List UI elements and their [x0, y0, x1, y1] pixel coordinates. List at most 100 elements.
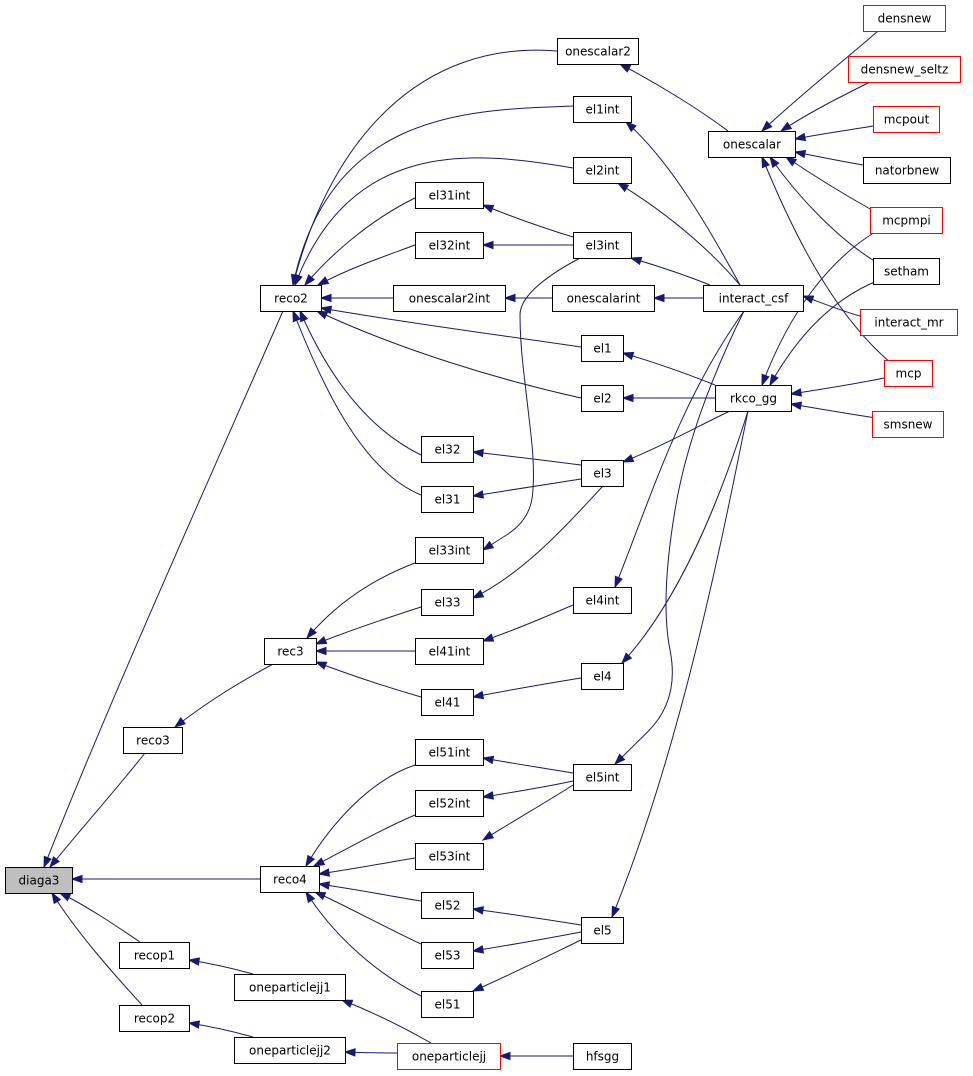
node-el1int[interactable]: el1int — [573, 96, 632, 123]
node-el31int[interactable]: el31int — [415, 182, 484, 209]
node-el52[interactable]: el52 — [421, 892, 474, 919]
node-el41[interactable]: el41 — [421, 689, 474, 716]
arrow-head-icon — [49, 856, 60, 869]
node-oneparticlejj2[interactable]: oneparticlejj2 — [234, 1037, 346, 1064]
node-el4[interactable]: el4 — [581, 663, 624, 690]
edge-el5-to-el53 — [471, 931, 582, 954]
node-setham[interactable]: setham — [873, 258, 940, 285]
edge-rkco_gg-to-el3 — [621, 410, 731, 463]
node-el3int[interactable]: el3int — [573, 232, 632, 259]
node-box — [119, 1005, 190, 1032]
edge-line — [617, 182, 741, 286]
arrow-head-icon — [621, 351, 635, 361]
node-onescalar2[interactable]: onescalar2 — [557, 38, 639, 65]
node-reco2[interactable]: reco2 — [260, 285, 322, 312]
node-onescalarint[interactable]: onescalarint — [552, 285, 655, 312]
node-diaga3[interactable]: diaga3 — [5, 867, 73, 894]
node-onescalar[interactable]: onescalar — [708, 131, 796, 158]
node-el32[interactable]: el32 — [421, 436, 474, 463]
node-el51int[interactable]: el51int — [415, 739, 484, 766]
node-box — [581, 335, 624, 362]
arrow-head-icon — [471, 945, 485, 954]
node-box — [260, 285, 322, 312]
node-box — [581, 385, 624, 412]
node-densnew_seltz[interactable]: densnew_seltz — [848, 56, 961, 83]
edge-line — [315, 606, 422, 645]
node-el33[interactable]: el33 — [421, 589, 474, 616]
arrow-head-icon — [340, 999, 354, 1008]
node-rkco_gg[interactable]: rkco_gg — [715, 385, 792, 412]
node-recop1[interactable]: recop1 — [119, 942, 190, 969]
node-mcp[interactable]: mcp — [884, 360, 933, 387]
edge-el4int-to-el41int — [481, 604, 574, 642]
node-smsnew[interactable]: smsnew — [872, 411, 944, 438]
node-natorbnew[interactable]: natorbnew — [863, 157, 951, 184]
node-label: diaga3 — [19, 874, 60, 888]
node-recop2[interactable]: recop2 — [119, 1005, 190, 1032]
node-label: oneparticlejj — [412, 1050, 486, 1064]
node-el31[interactable]: el31 — [421, 486, 474, 513]
arrow-head-icon — [616, 182, 630, 193]
node-box — [870, 207, 943, 234]
arrow-head-icon — [503, 293, 516, 303]
node-reco3[interactable]: reco3 — [123, 727, 183, 754]
node-oneparticlejj1[interactable]: oneparticlejj1 — [234, 974, 346, 1001]
node-hfsgg[interactable]: hfsgg — [573, 1043, 632, 1070]
node-el53int[interactable]: el53int — [415, 843, 484, 870]
edge-el41int-to-rec3 — [314, 646, 416, 656]
node-el33int[interactable]: el33int — [415, 537, 484, 564]
node-el52int[interactable]: el52int — [415, 790, 484, 817]
node-label: el51 — [435, 998, 461, 1012]
arrow-head-icon — [761, 373, 770, 387]
edge-line — [320, 307, 582, 348]
node-el51[interactable]: el51 — [421, 991, 474, 1018]
node-rec3[interactable]: rec3 — [264, 638, 317, 665]
node-mcpmpi[interactable]: mcpmpi — [870, 207, 943, 234]
node-el4int[interactable]: el4int — [573, 587, 632, 614]
node-el5[interactable]: el5 — [581, 917, 624, 944]
arrow-head-icon — [314, 646, 327, 656]
node-label: densnew — [878, 12, 932, 26]
node-mcpout[interactable]: mcpout — [873, 106, 940, 133]
edge-interact_mr-to-interact_csf — [801, 295, 861, 317]
arrow-head-icon — [292, 309, 301, 323]
node-interact_csf[interactable]: interact_csf — [703, 285, 804, 312]
node-box — [260, 866, 320, 893]
node-reco4[interactable]: reco4 — [260, 866, 320, 893]
arrow-head-icon — [793, 132, 807, 142]
edge-interact_csf-to-el3int — [629, 256, 711, 286]
edge-el31int-to-reco2 — [304, 197, 416, 287]
node-el2int[interactable]: el2int — [573, 157, 632, 184]
edge-line — [304, 197, 416, 286]
arrow-head-icon — [760, 120, 773, 133]
node-interact_mr[interactable]: interact_mr — [860, 309, 958, 336]
node-el5int[interactable]: el5int — [573, 764, 632, 791]
node-box — [573, 96, 632, 123]
edge-rkco_gg-to-el4 — [621, 410, 749, 665]
node-densnew[interactable]: densnew — [863, 5, 946, 32]
node-label: el2int — [586, 164, 620, 178]
edge-line — [292, 310, 422, 496]
node-el53[interactable]: el53 — [421, 942, 474, 969]
edge-el4-to-el41 — [471, 677, 582, 700]
edge-line — [790, 403, 877, 419]
arrow-head-icon — [314, 636, 328, 645]
edge-line — [318, 857, 416, 875]
node-el32int[interactable]: el32int — [415, 232, 484, 259]
node-label: reco2 — [274, 292, 308, 306]
edge-el5-to-el52 — [471, 906, 582, 926]
node-el3[interactable]: el3 — [581, 460, 624, 487]
node-oneparticlejj[interactable]: oneparticlejj — [397, 1043, 501, 1070]
arrow-head-icon — [769, 155, 780, 169]
node-el1[interactable]: el1 — [581, 335, 624, 362]
edge-interact_csf-to-onescalarint — [652, 293, 704, 303]
arrow-head-icon — [784, 156, 798, 167]
edge-line — [317, 244, 416, 286]
node-el41int[interactable]: el41int — [415, 638, 484, 665]
node-el2[interactable]: el2 — [581, 385, 624, 412]
node-onescalar2int[interactable]: onescalar2int — [393, 285, 506, 312]
edge-line — [614, 310, 745, 588]
arrow-head-icon — [471, 589, 485, 599]
arrow-head-icon — [779, 121, 793, 132]
node-box — [863, 157, 951, 184]
